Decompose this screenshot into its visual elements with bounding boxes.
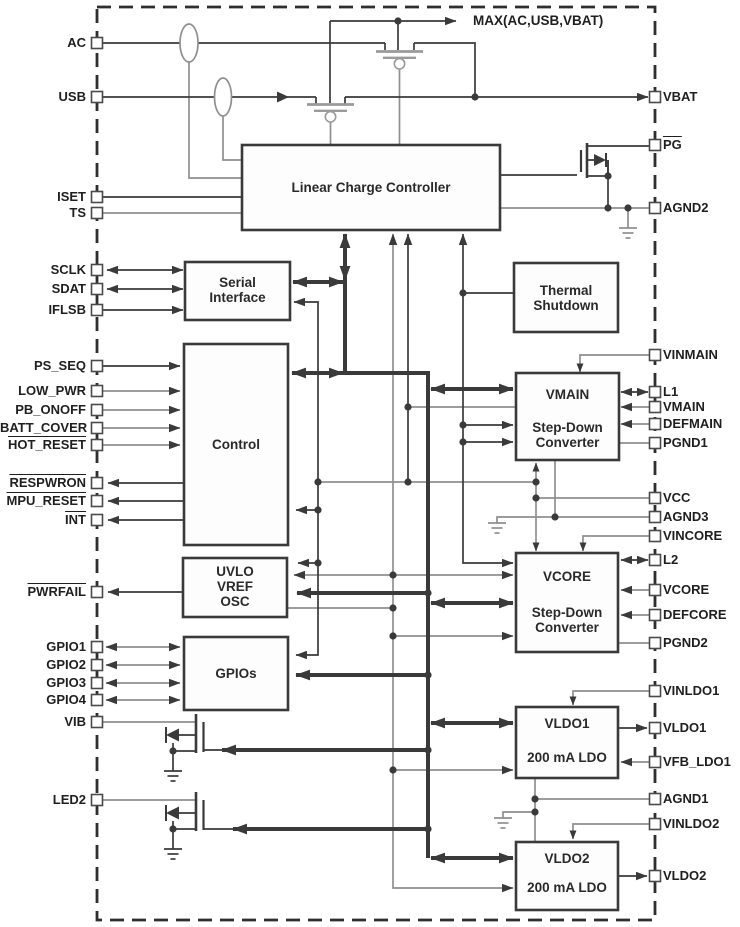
block-serial-interface: [183, 260, 292, 322]
pin-label-agnd3: AGND3: [663, 509, 709, 524]
pin-label-pgnd1: PGND1: [663, 435, 708, 450]
ground-vib: [163, 770, 183, 782]
ground-agnd3: [487, 522, 507, 534]
pin-label-respwron: RESPWRON: [9, 475, 86, 490]
pin-label-vcc: VCC: [663, 490, 691, 505]
ic-boundary: [95, 5, 657, 922]
label-vldo2-sub: 200 mA LDO: [527, 880, 607, 895]
pin-label-iset: ISET: [57, 189, 86, 204]
pin-label-pb-onoff: PB_ONOFF: [15, 402, 86, 417]
pin-label-vib: VIB: [64, 714, 86, 729]
label-vldo2-title: VLDO2: [544, 851, 590, 866]
pin-label-vldo1: VLDO1: [663, 720, 707, 735]
pin-label-vldo2: VLDO2: [663, 868, 707, 883]
label-vldo1-sub: 200 mA LDO: [527, 750, 607, 765]
pmos-usb-switch: [307, 103, 354, 123]
pin-label-vincore: VINCORE: [663, 528, 723, 543]
pin-label-hot-reset: HOT_RESET: [7, 437, 86, 452]
pin-label-l2: L2: [663, 552, 679, 567]
pin-squares: [90, 36, 662, 883]
pin-label-gpio1: GPIO1: [46, 639, 86, 654]
pin-label-usb: USB: [58, 89, 86, 104]
block-vcore-converter: [514, 551, 620, 654]
pin-label-ps-seq: PS_SEQ: [33, 358, 86, 373]
pin-label-defmain: DEFMAIN: [663, 416, 723, 431]
pin-label-pg: PG: [663, 137, 682, 152]
pin-label-pgnd2: PGND2: [663, 635, 708, 650]
max-rail-label: MAX(AC,USB,VBAT): [473, 13, 604, 28]
junction-dots: [169, 17, 632, 833]
block-linear-charge-controller: [240, 143, 502, 232]
ground-led2: [163, 848, 183, 860]
pin-label-gpio2: GPIO2: [46, 657, 86, 672]
label-vldo1-title: VLDO1: [544, 716, 590, 731]
pg-fet-body-diode: [594, 154, 606, 166]
pin-label-sdat: SDAT: [51, 281, 86, 296]
blocks: [181, 143, 621, 912]
label-gpios: GPIOs: [215, 666, 257, 681]
block-vldo2: [514, 840, 620, 912]
pin-label-vbat: VBAT: [663, 89, 698, 104]
label-control: Control: [212, 437, 260, 452]
pin-label-gpio4: GPIO4: [46, 692, 86, 707]
ground-agnd1: [493, 817, 513, 829]
pin-label-pwrfail: PWRFAIL: [27, 584, 87, 599]
pin-label-ts: TS: [69, 205, 86, 220]
block-vmain-converter: [514, 371, 621, 462]
pin-label-sclk: SCLK: [50, 262, 86, 277]
pin-label-vinldo1: VINLDO1: [663, 683, 720, 698]
usb-sense-ellipse: [213, 77, 233, 117]
gray-wires: [103, 62, 649, 893]
usb-direction-arrow: [277, 91, 289, 103]
pin-label-vinldo2: VINLDO2: [663, 816, 720, 831]
thick-buses: [221, 233, 514, 864]
pin-label-low-pwr: LOW_PWR: [18, 383, 86, 398]
label-linear-charge-controller: Linear Charge Controller: [291, 180, 451, 195]
block-thermal-shutdown: [512, 261, 620, 334]
label-vmain-title: VMAIN: [545, 387, 590, 402]
pin-label-gpio3: GPIO3: [46, 675, 86, 690]
pin-label-agnd2: AGND2: [663, 200, 709, 215]
pin-label-int: INT: [65, 512, 86, 527]
pmos-ac-switch: [376, 50, 423, 70]
pin-label-l1: L1: [663, 384, 679, 399]
ground-agnd2: [618, 227, 638, 239]
pin-label-defcore: DEFCORE: [663, 607, 727, 622]
block-uvlo-vref-osc: [181, 556, 289, 619]
pin-label-batt-cover: BATT_COVER: [0, 420, 88, 435]
block-vldo1: [514, 705, 620, 780]
block-control: [182, 342, 290, 547]
ac-sense-ellipse: [179, 23, 199, 63]
current-sense-ellipses: [179, 23, 233, 117]
pin-label-vfb-ldo1: VFB_LDO1: [663, 754, 731, 769]
pin-label-vmain: VMAIN: [663, 399, 705, 414]
led2-fet: [165, 792, 233, 849]
pin-label-vcore: VCORE: [663, 582, 710, 597]
pin-label-iflsb: IFLSB: [48, 302, 86, 317]
pin-label-led2: LED2: [52, 792, 86, 807]
block-gpios: [182, 635, 290, 712]
pin-label-vinmain: VINMAIN: [663, 347, 718, 362]
pin-label-agnd1: AGND1: [663, 791, 709, 806]
label-vcore-title: VCORE: [542, 569, 591, 584]
pin-label-mpu-reset: MPU_RESET: [6, 493, 86, 508]
pin-label-ac: AC: [67, 35, 86, 50]
